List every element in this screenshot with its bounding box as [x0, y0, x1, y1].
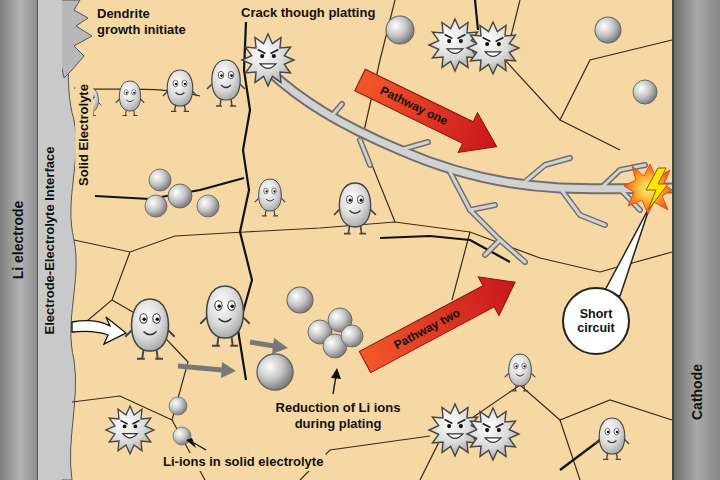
annotation-label: Li-ions in solid electrolyte: [160, 453, 326, 471]
electrode-label: Li electrode: [11, 201, 27, 280]
characters: [79, 19, 630, 460]
callout-text: Short circuit: [570, 307, 622, 336]
electrode-band: Li electrode: [0, 0, 38, 480]
cracks: [95, 0, 600, 470]
dendrite-roots: [60, 0, 92, 78]
callout-circle: Short circuit: [562, 287, 630, 355]
interface-band: Electrode-Electrolyte Interface: [38, 0, 62, 480]
cathode-band: Cathode: [672, 0, 720, 480]
cathode-label: Cathode: [689, 364, 705, 420]
motion-arrows: [72, 317, 288, 378]
li-ions: [145, 16, 657, 445]
region-label: Solid Electrolyte: [75, 81, 93, 189]
annotation-label: Reduction of Li ions during plating: [252, 399, 424, 432]
interface-label: Electrode-Electrolyte Interface: [43, 146, 58, 334]
annotation-label: Crack though platting: [238, 4, 378, 22]
dendrite: [268, 70, 672, 262]
pathway-arrows: [350, 60, 525, 381]
grain-boundaries: [72, 0, 672, 480]
short-circuit-spark: [604, 164, 672, 296]
annotation-label: Dendrite growth initiate: [94, 5, 195, 38]
